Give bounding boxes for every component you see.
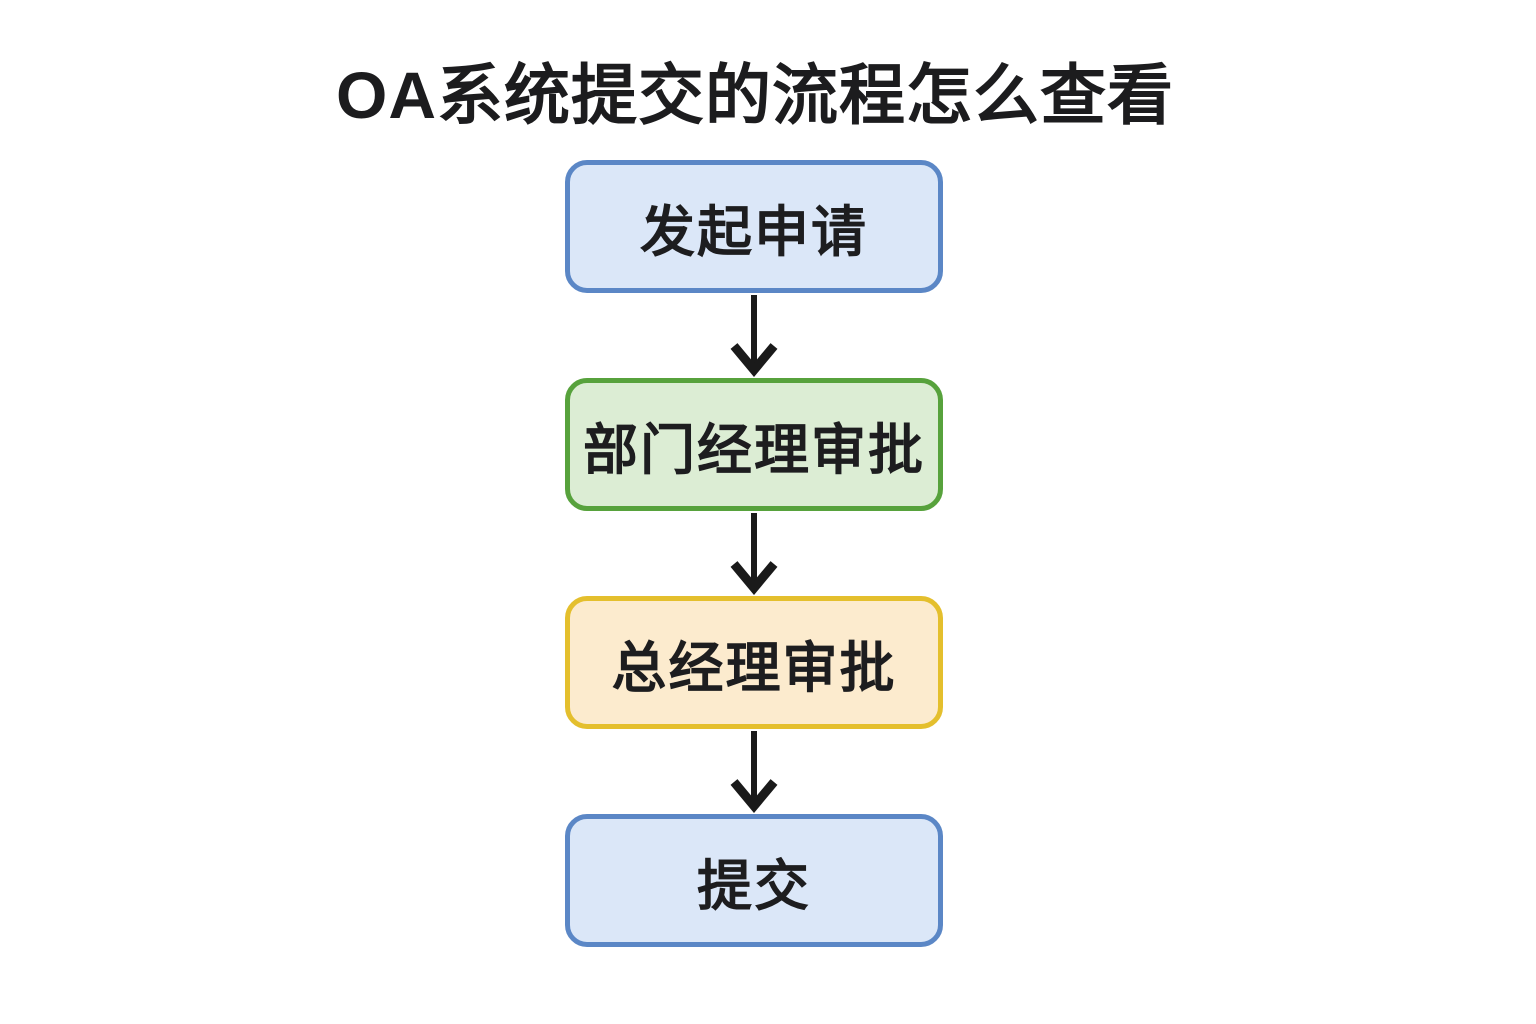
flow-step-initiate-application: 发起申请	[565, 160, 943, 293]
connector-2	[565, 511, 943, 596]
flow-step-label: 总经理审批	[611, 636, 897, 699]
flow-column: 发起申请 部门经理审批 总经理审批	[565, 160, 943, 947]
flow-step-submit: 提交	[565, 814, 943, 947]
flow-step-label: 发起申请	[639, 200, 868, 263]
flow-step-label: 提交	[696, 854, 811, 917]
page-title: OA系统提交的流程怎么查看	[336, 58, 1174, 132]
arrow-down-icon	[730, 294, 778, 377]
connector-3	[565, 729, 943, 814]
arrow-down-icon	[730, 512, 778, 595]
arrow-down-icon	[730, 730, 778, 813]
connector-1	[565, 293, 943, 378]
flow-step-label: 部门经理审批	[582, 418, 925, 481]
flow-step-department-manager-approval: 部门经理审批	[565, 378, 943, 511]
flow-step-general-manager-approval: 总经理审批	[565, 596, 943, 729]
